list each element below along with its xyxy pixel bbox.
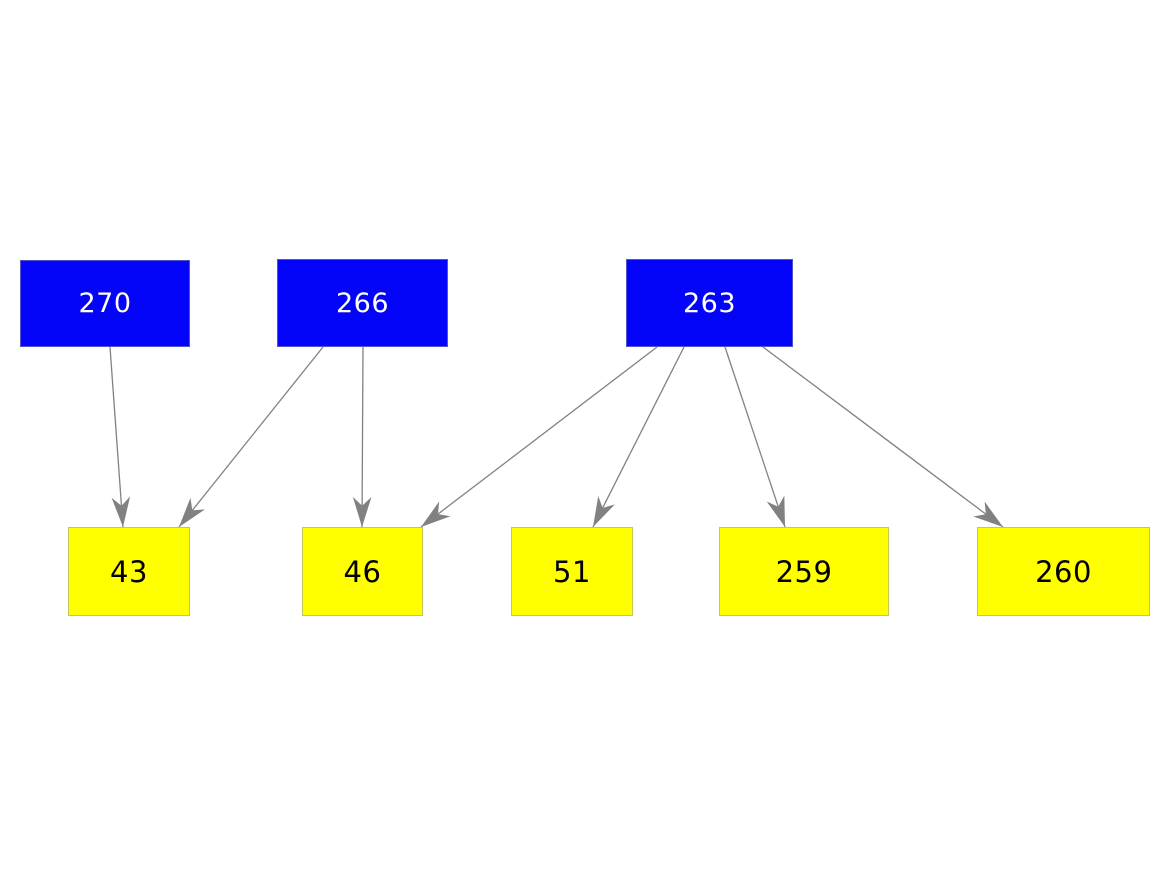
- graph-edge-263-51: [592, 346, 685, 528]
- graph-edge-266-46: [352, 346, 372, 528]
- graph-edge-263-260: [762, 346, 1004, 528]
- graph-node-270: 270: [20, 260, 190, 347]
- graph-edge-270-43: [109, 346, 131, 528]
- graph-node-259: 259: [719, 527, 889, 616]
- graph-edge-263-46: [420, 346, 658, 528]
- graph-node-51: 51: [511, 527, 633, 616]
- graph-node-46: 46: [302, 527, 423, 616]
- graph-edge-263-259: [724, 346, 786, 528]
- graph-node-266: 266: [277, 259, 448, 347]
- graph-node-43: 43: [68, 527, 190, 616]
- graph-node-263: 263: [626, 259, 793, 347]
- graph-edge-266-43: [178, 346, 324, 528]
- graph-node-260: 260: [977, 527, 1150, 616]
